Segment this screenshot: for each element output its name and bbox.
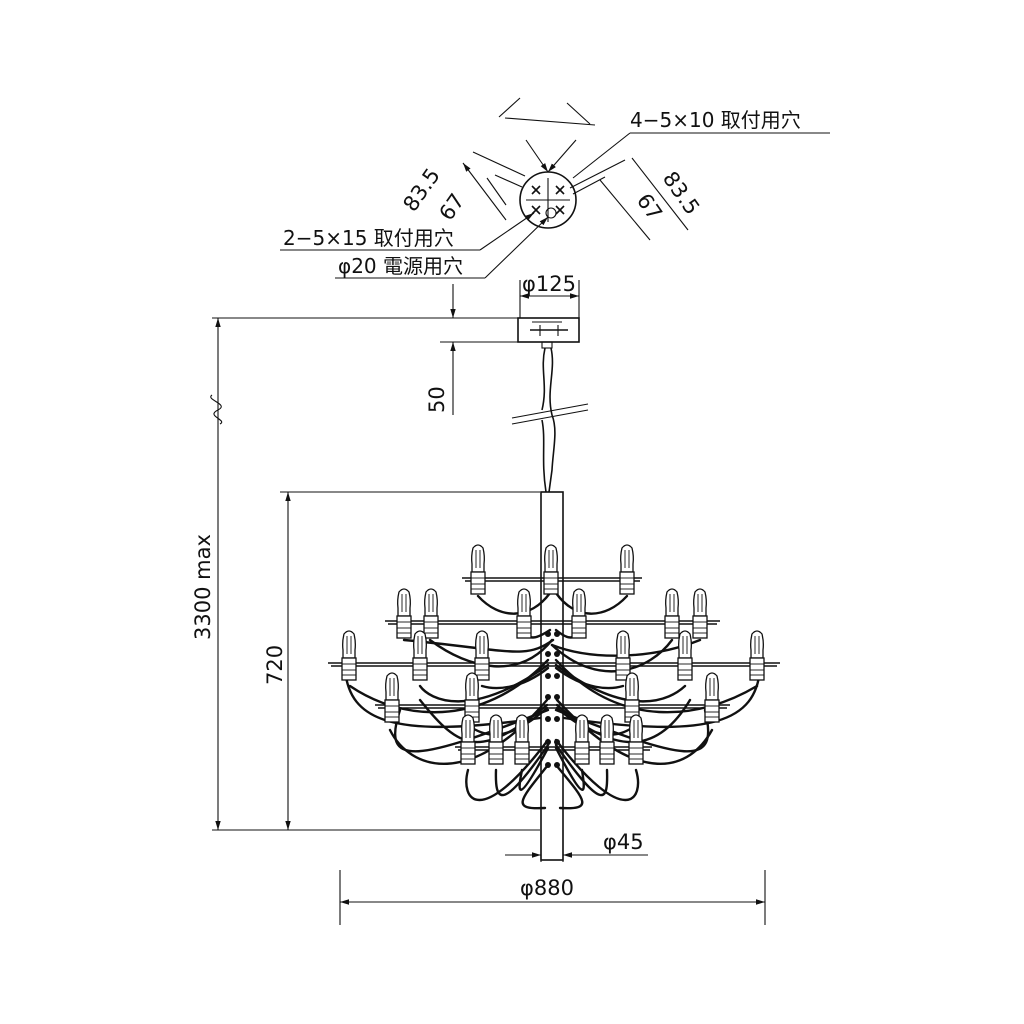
label-power-hole: φ20 電源用穴 bbox=[338, 254, 463, 278]
power-hole bbox=[545, 207, 557, 219]
power-cord bbox=[511, 347, 589, 493]
dim-phi125: φ125 bbox=[519, 272, 580, 318]
dim-phi880-text: φ880 bbox=[520, 876, 574, 900]
chandelier-bulbs bbox=[341, 544, 765, 765]
label-2-hole: 2−5×15 取付用穴 bbox=[283, 226, 454, 250]
dim-50-text: 50 bbox=[425, 386, 449, 413]
ceiling-plate-plan-view: 83.5 67 83.5 67 4−5×10 取付用穴 2−5×15 取付用穴 … bbox=[280, 97, 830, 279]
dim-50: 50 bbox=[425, 284, 540, 415]
dim-67-right: 67 bbox=[632, 189, 667, 225]
dim-720-text: 720 bbox=[263, 645, 287, 685]
central-stem bbox=[540, 491, 564, 861]
dim-phi880: φ880 bbox=[339, 870, 766, 925]
dim-3300-text: 3300 max bbox=[191, 534, 215, 640]
chandelier-arms bbox=[328, 577, 780, 751]
arm-joint-dots bbox=[545, 631, 560, 768]
dim-720: 720 bbox=[212, 491, 540, 831]
mounting-hole-marks bbox=[531, 185, 565, 215]
chandelier-wires bbox=[343, 591, 762, 810]
dim-phi125-text: φ125 bbox=[522, 272, 576, 296]
dim-phi45: φ45 bbox=[505, 830, 648, 862]
dim-phi45-text: φ45 bbox=[603, 830, 644, 854]
canopy bbox=[517, 317, 580, 349]
label-4-hole: 4−5×10 取付用穴 bbox=[630, 108, 801, 132]
dim-67-left: 67 bbox=[434, 189, 469, 225]
dim-3300: 3300 max bbox=[191, 317, 518, 830]
